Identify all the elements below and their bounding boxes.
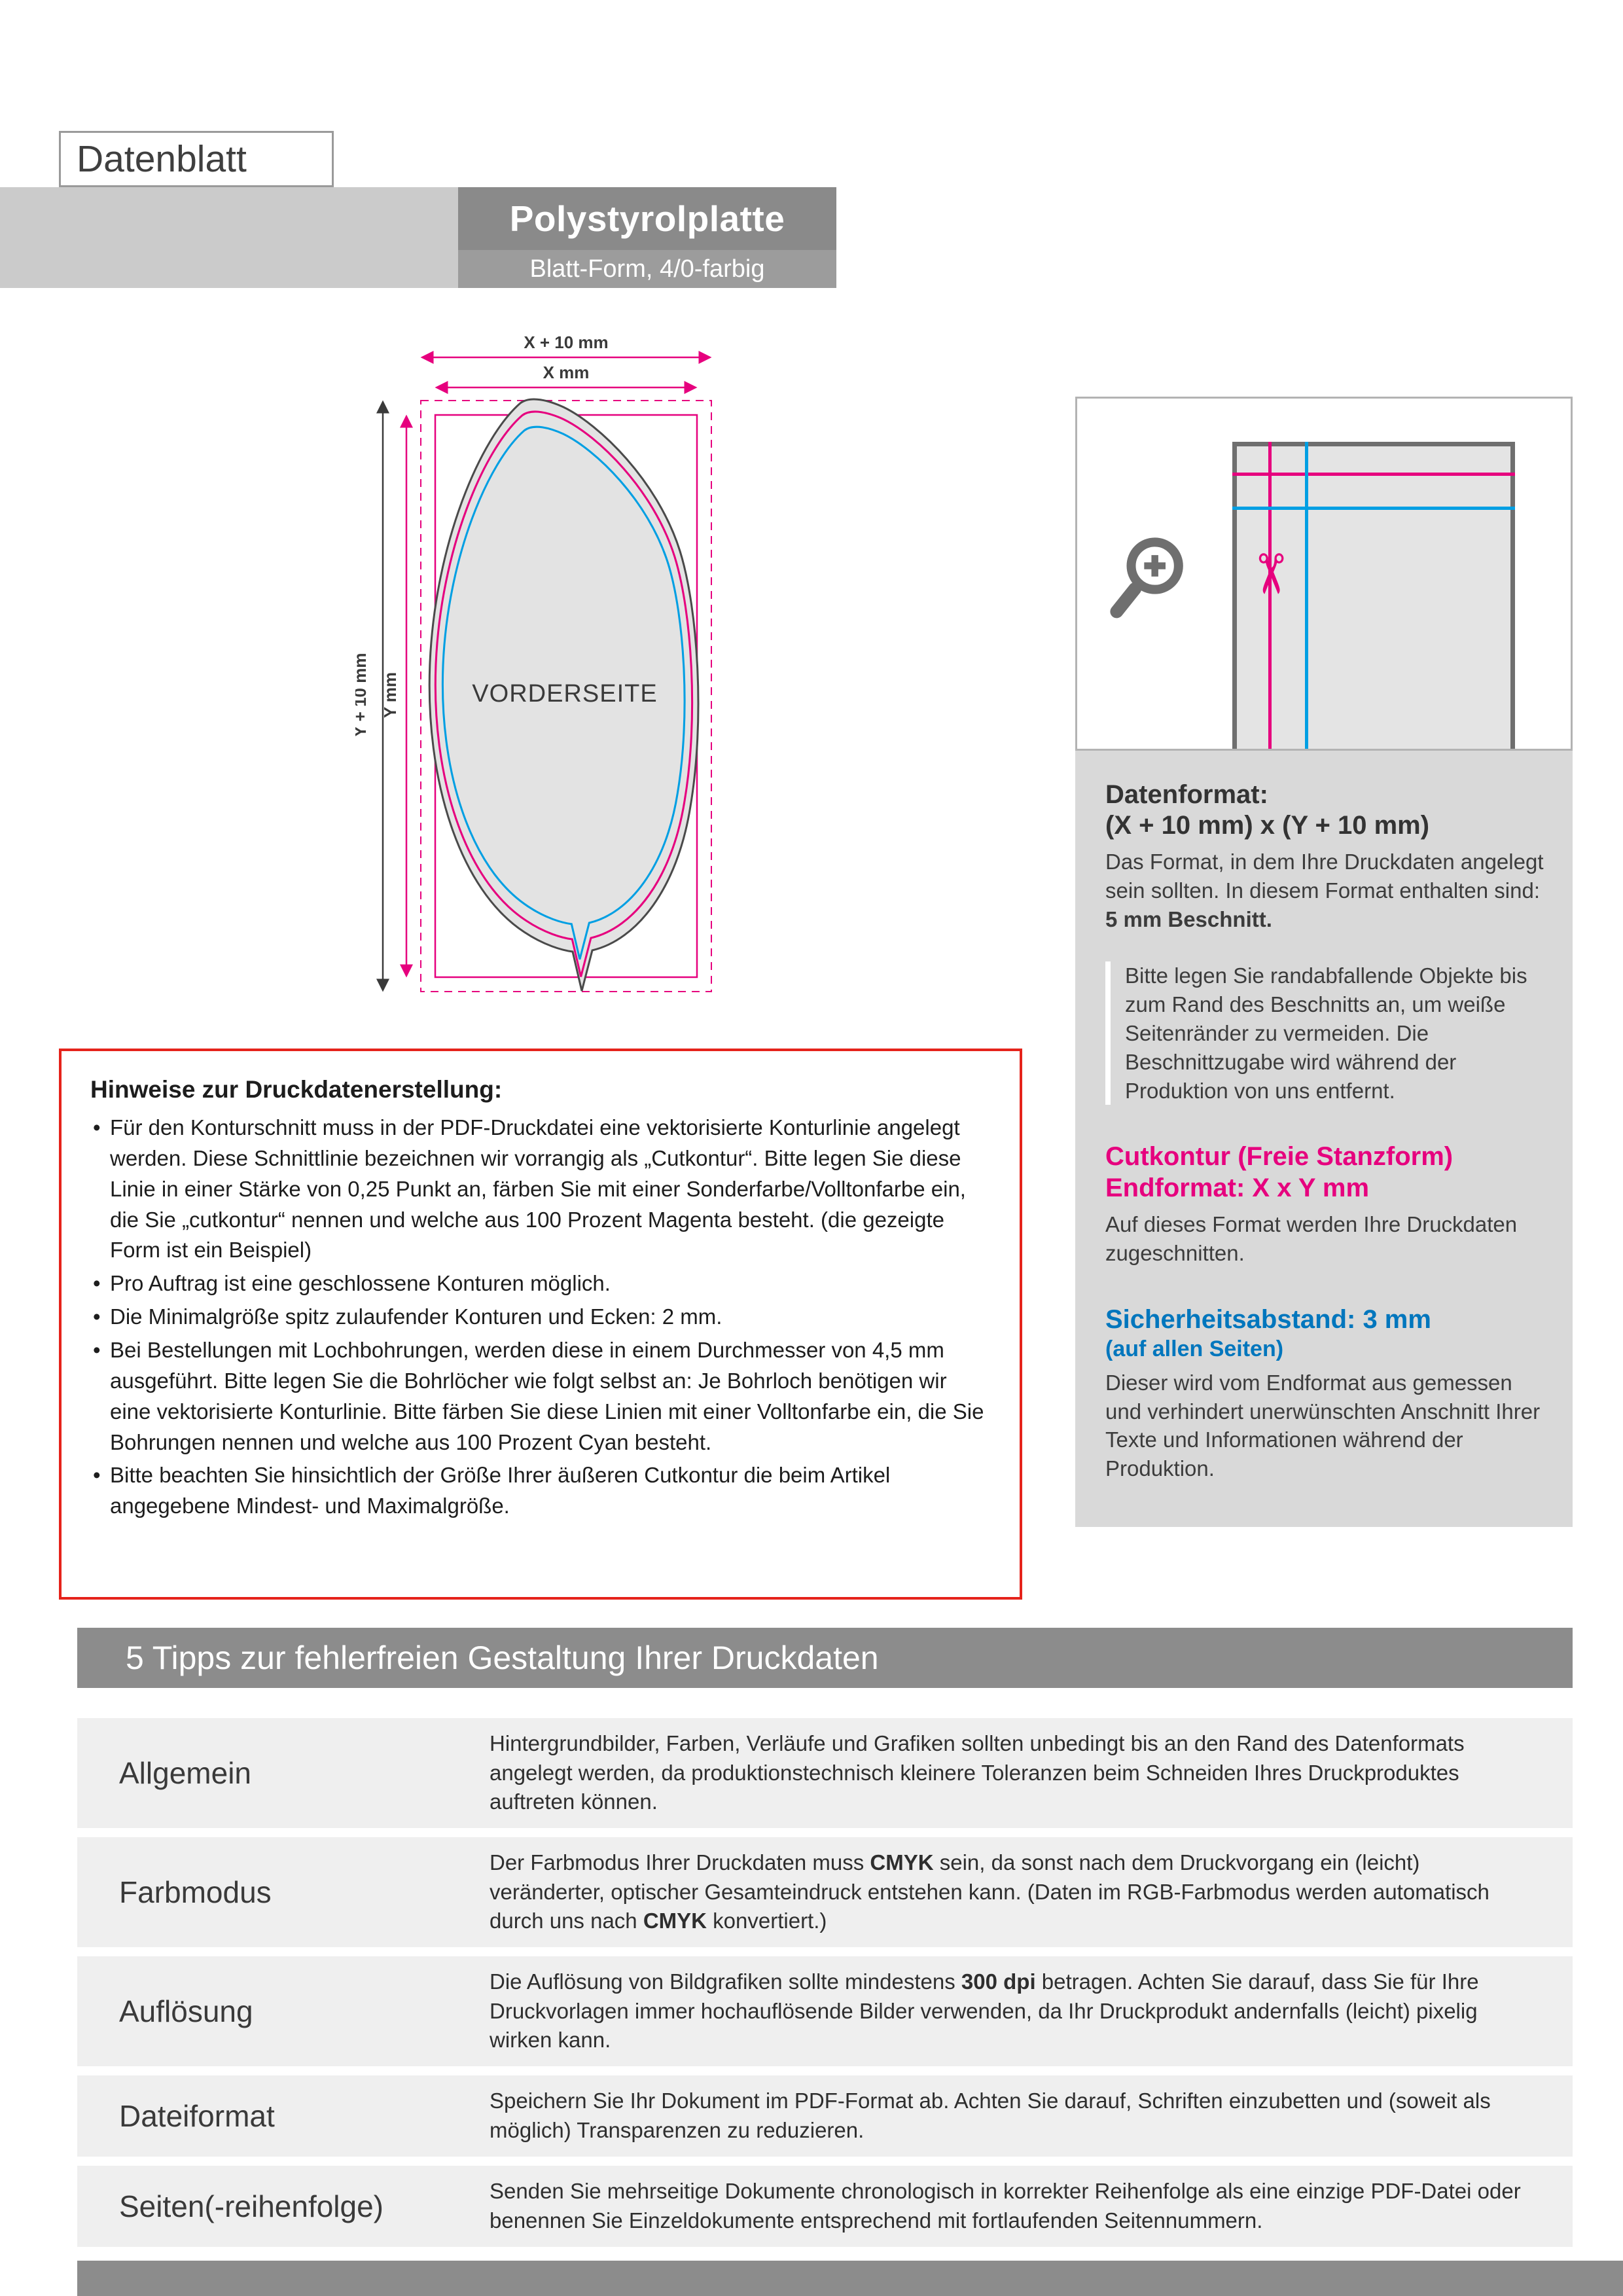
note-item: Pro Auftrag ist eine geschlossene Kontur… xyxy=(90,1268,991,1299)
datenformat-title: Datenformat: xyxy=(1105,780,1268,809)
notes-list: Für den Konturschnitt muss in der PDF-Dr… xyxy=(90,1113,991,1522)
note-item: Bei Bestellungen mit Lochbohrungen, werd… xyxy=(90,1335,991,1458)
tip-row-dateiformat: Dateiformat Speichern Sie Ihr Dokument i… xyxy=(77,2075,1573,2157)
datenformat-rect xyxy=(420,400,712,992)
notes-title: Hinweise zur Druckdatenerstellung: xyxy=(90,1076,503,1103)
tip-text: Die Auflösung von Bildgrafiken sollte mi… xyxy=(490,1969,1479,2053)
dim-y-outer-label: Y + 10 mm xyxy=(355,653,370,738)
cutkontur-endformat: Endformat: X x Y mm xyxy=(1105,1173,1370,1202)
scissors-icon: ✂ xyxy=(1240,550,1301,598)
dieline-svg: X + 10 mm X mm Y + 10 mm Y mm VORDERSEIT… xyxy=(355,335,712,992)
corner-detail-box: ✂ xyxy=(1075,397,1573,751)
tip-text: Der Farbmodus Ihrer Druckdaten muss CMYK… xyxy=(490,1850,1489,1933)
tip-label: Dateiformat xyxy=(119,2099,275,2133)
product-header: Polystyrolplatte Blatt-Form, 4/0-farbig xyxy=(458,187,836,288)
dim-y-inner-label: Y mm xyxy=(380,672,400,718)
tip-label: Allgemein xyxy=(119,1756,251,1790)
product-variant: Blatt-Form, 4/0-farbig xyxy=(458,250,836,288)
tip-label: Seiten(-reihenfolge) xyxy=(119,2189,384,2223)
cutkontur-section: Cutkontur (Freie Stanzform) Endformat: X… xyxy=(1105,1141,1545,1267)
safety-body: Dieser wird vom Endformat aus gemessen u… xyxy=(1105,1370,1541,1481)
tip-row-farbmodus: Farbmodus Der Farbmodus Ihrer Druckdaten… xyxy=(77,1837,1573,1947)
note-item: Bitte beachten Sie hinsichtlich der Größ… xyxy=(90,1460,991,1522)
tip-text: Speichern Sie Ihr Dokument im PDF-Format… xyxy=(490,2089,1491,2142)
safety-line-vertical xyxy=(1305,442,1308,749)
tip-row-seitenreihenfolge: Seiten(-reihenfolge) Senden Sie mehrseit… xyxy=(77,2166,1573,2247)
tip-text: Senden Sie mehrseitige Dokumente chronol… xyxy=(490,2179,1521,2233)
bleed-note: Bitte legen Sie randabfallende Objekte b… xyxy=(1105,961,1545,1105)
safety-line-horizontal xyxy=(1232,507,1515,510)
leaf-cutkontur-line xyxy=(434,410,694,977)
zoom-plus-icon xyxy=(1110,537,1183,619)
tip-text: Hintergrundbilder, Farben, Verläufe und … xyxy=(490,1731,1465,1814)
doc-label: Datenblatt xyxy=(59,131,334,187)
tip-label: Auflösung xyxy=(119,1994,253,2028)
tip-row-aufloesung: Auflösung Die Auflösung von Bildgrafiken… xyxy=(77,1956,1573,2066)
note-item: Für den Konturschnitt muss in der PDF-Dr… xyxy=(90,1113,991,1266)
cutkontur-title: Cutkontur (Freie Stanzform) xyxy=(1105,1142,1454,1172)
note-item: Die Minimalgröße spitz zulaufender Kontu… xyxy=(90,1302,991,1333)
leaf-bleed-shape xyxy=(428,398,700,992)
cutkontur-line-vertical xyxy=(1268,442,1272,749)
cutkontur-body: Auf dieses Format werden Ihre Druckdaten… xyxy=(1105,1211,1518,1265)
plate-corner xyxy=(1232,442,1515,749)
tips-banner: 5 Tipps zur fehlerfreien Gestaltung Ihre… xyxy=(77,1628,1573,1688)
tip-row-allgemein: Allgemein Hintergrundbilder, Farben, Ver… xyxy=(77,1718,1573,1828)
front-side-label: VORDERSEITE xyxy=(472,680,657,708)
safety-section: Sicherheitsabstand: 3 mm (auf allen Seit… xyxy=(1105,1304,1545,1484)
tips-table: Allgemein Hintergrundbilder, Farben, Ver… xyxy=(77,1718,1573,2256)
datenformat-formula: (X + 10 mm) x (Y + 10 mm) xyxy=(1105,811,1430,840)
cutkontur-line-horizontal xyxy=(1232,473,1515,476)
tip-label: Farbmodus xyxy=(119,1875,272,1909)
safety-subtitle: (auf allen Seiten) xyxy=(1105,1336,1284,1361)
format-info-panel: Datenformat: (X + 10 mm) x (Y + 10 mm) D… xyxy=(1075,751,1573,1527)
safety-title: Sicherheitsabstand: 3 mm xyxy=(1105,1304,1431,1334)
dieline-diagram: X + 10 mm X mm Y + 10 mm Y mm VORDERSEIT… xyxy=(355,335,726,1019)
datenformat-section: Datenformat: (X + 10 mm) x (Y + 10 mm) D… xyxy=(1105,780,1545,1105)
leaf-safety-line xyxy=(441,425,686,960)
product-title: Polystyrolplatte xyxy=(509,198,785,239)
datenformat-body: Das Format, in dem Ihre Druckdaten angel… xyxy=(1105,850,1544,932)
dim-x-inner-label: X mm xyxy=(543,363,590,382)
dim-x-outer-label: X + 10 mm xyxy=(524,335,608,352)
footer-bar xyxy=(77,2261,1623,2296)
print-data-notes-box: Hinweise zur Druckdatenerstellung: Für d… xyxy=(59,1049,1022,1600)
